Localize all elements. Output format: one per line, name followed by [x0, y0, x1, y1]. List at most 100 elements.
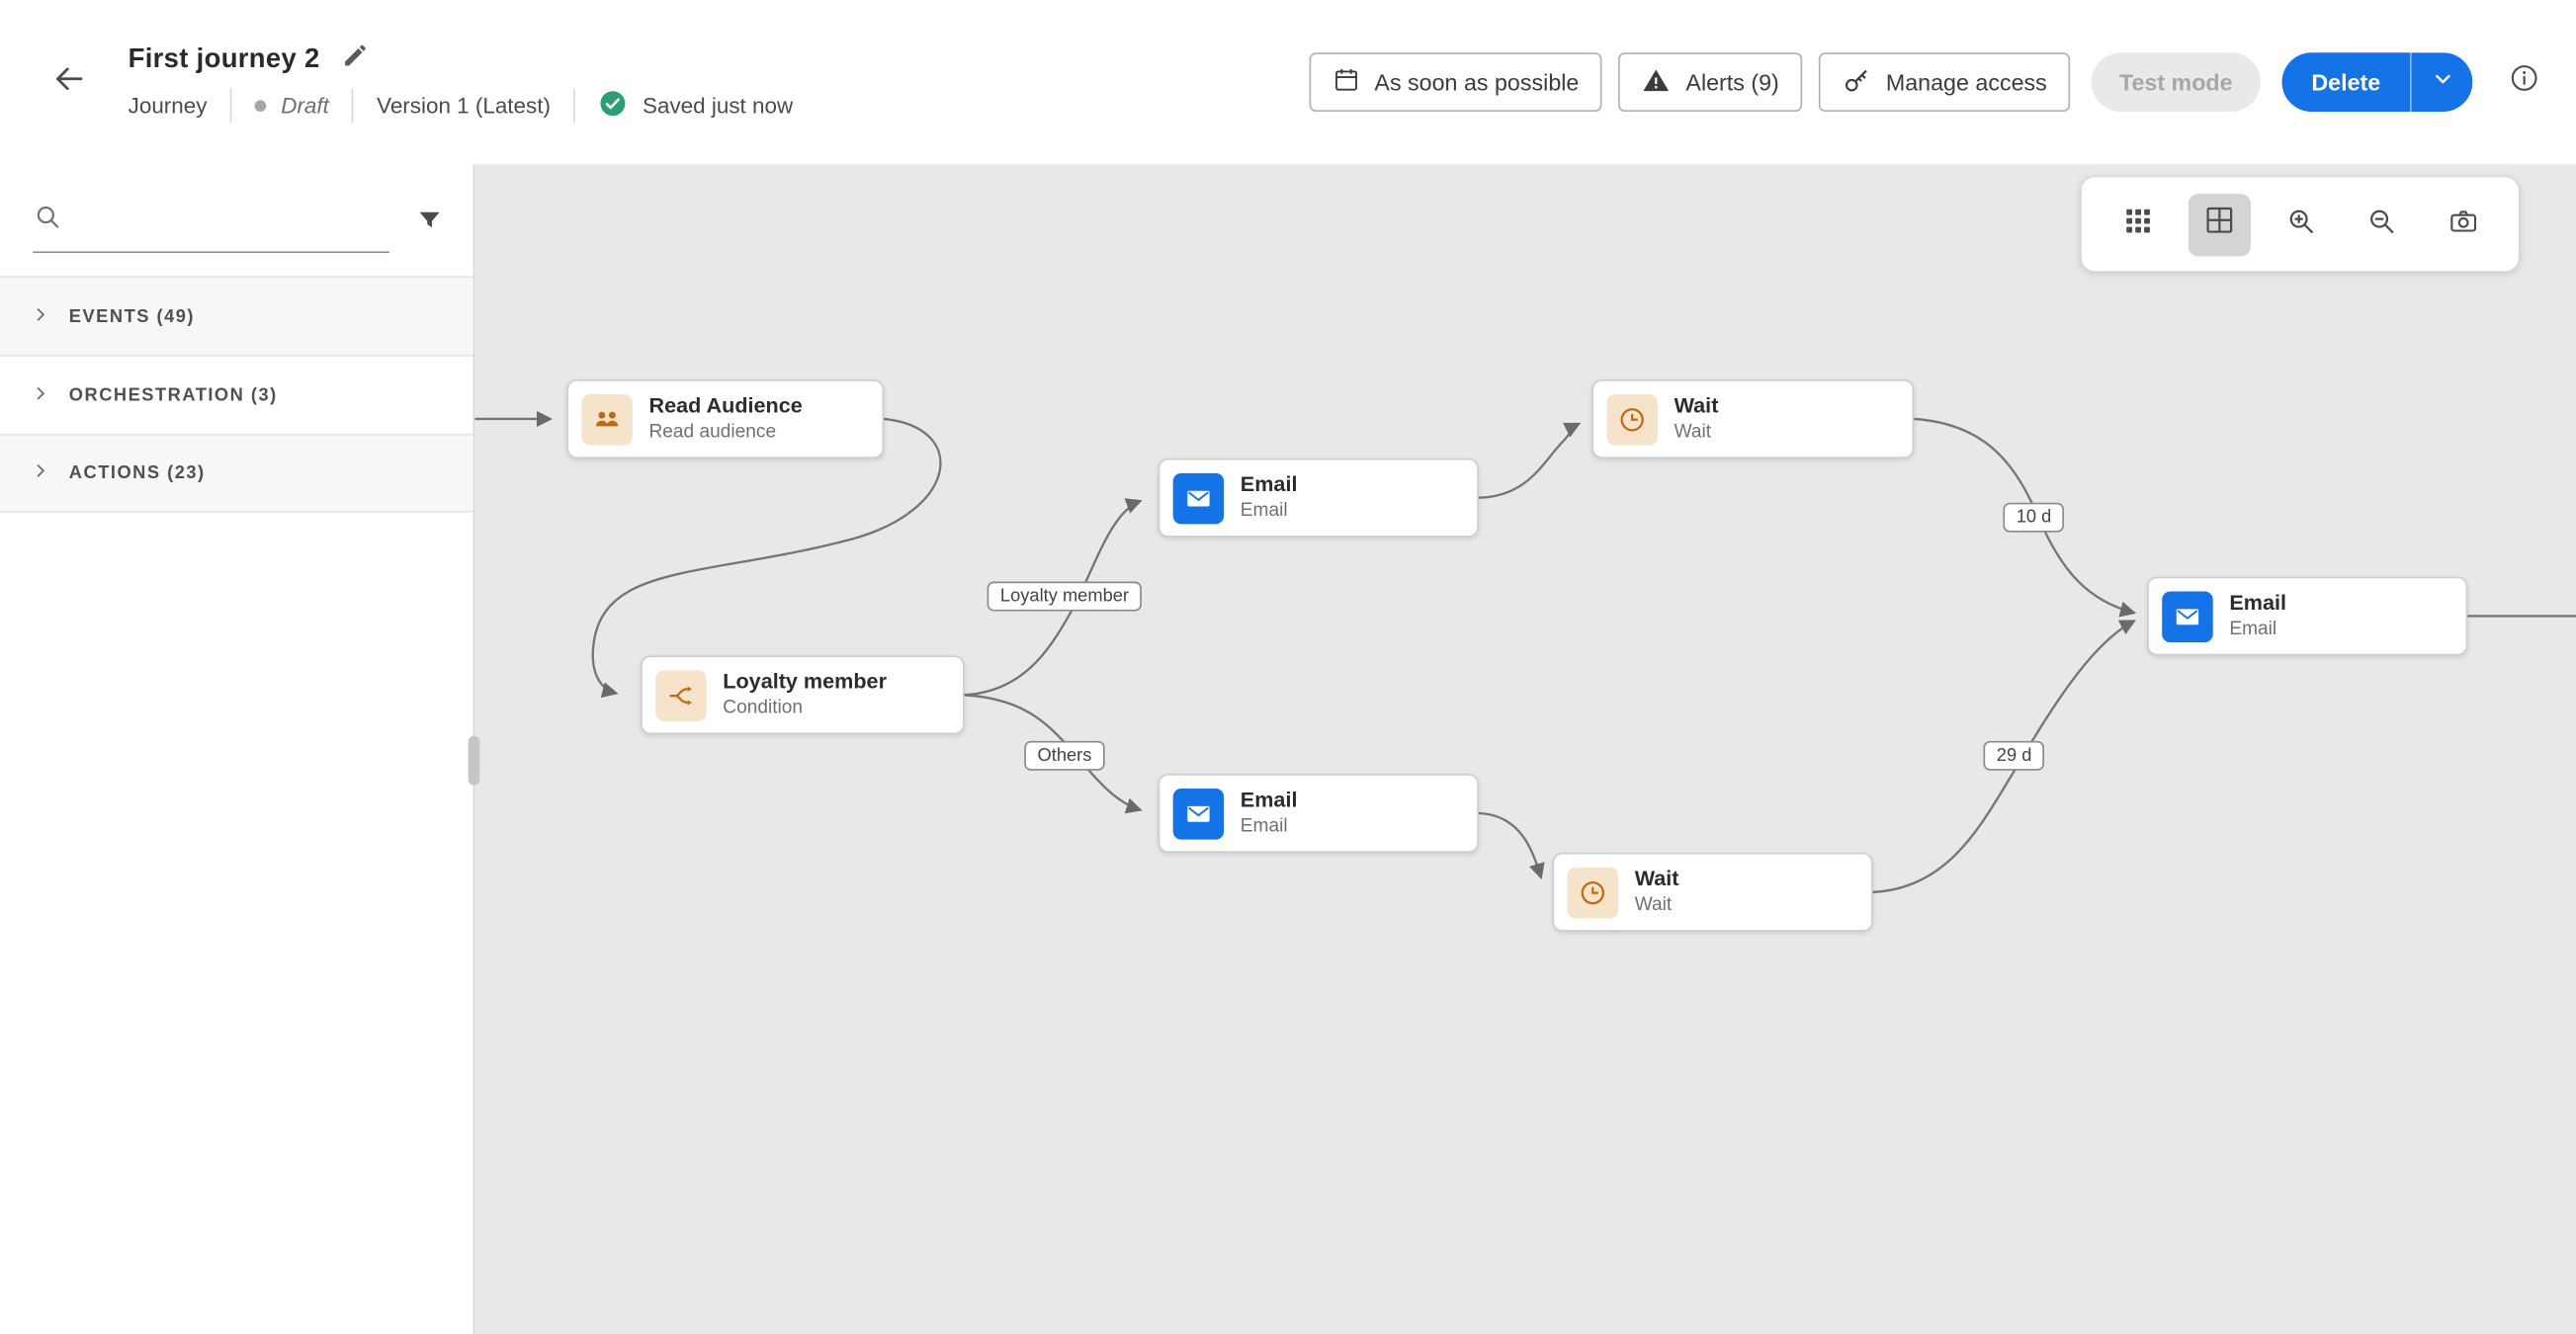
auto-layout-button[interactable] [2187, 193, 2251, 256]
divider [573, 87, 575, 123]
edge-label-others: Others [1024, 740, 1105, 771]
edit-title-button[interactable] [341, 42, 368, 76]
edge-label-loyalty-member: Loyalty member [987, 581, 1143, 612]
palette-sidebar: EVENTS (49) ORCHESTRATION (3) ACTIONS (2… [0, 164, 480, 1334]
schedule-label: As soon as possible [1374, 68, 1580, 96]
status-badge: Draft [254, 92, 329, 118]
palette-search-row [0, 164, 473, 276]
auto-layout-icon [2202, 204, 2235, 245]
search-field[interactable] [33, 202, 389, 254]
warning-icon [1642, 65, 1672, 100]
back-button[interactable] [40, 52, 99, 112]
node-subtitle: Email [2229, 620, 2277, 640]
chevron-right-icon [30, 382, 51, 409]
node-subtitle: Wait [1674, 422, 1712, 443]
delete-split-button: Delete [2281, 52, 2473, 113]
edge-label-wait-duration-10d: 10 d [2003, 502, 2065, 533]
search-icon [33, 202, 62, 239]
node-title: Email [1240, 787, 1298, 812]
delete-button[interactable]: Delete [2281, 52, 2411, 113]
section-label: ORCHESTRATION (3) [68, 384, 278, 405]
divider [352, 87, 354, 123]
alerts-button[interactable]: Alerts (9) [1618, 52, 1803, 113]
clock-icon [1567, 867, 1619, 918]
sidebar-section-actions[interactable]: ACTIONS (23) [0, 433, 473, 513]
branch-icon [655, 669, 707, 721]
divider [229, 87, 232, 123]
breadcrumb: Journey [128, 92, 208, 118]
email-icon [1172, 471, 1225, 524]
title-block: First journey 2 Journey Draft Version 1 … [128, 42, 794, 123]
sidebar-section-events[interactable]: EVENTS (49) [0, 276, 473, 356]
node-wait-top[interactable]: Wait Wait [1591, 379, 1915, 459]
audience-icon [581, 393, 633, 445]
schedule-button[interactable]: As soon as possible [1308, 52, 1602, 113]
info-icon [2509, 62, 2540, 102]
delete-label: Delete [2311, 68, 2381, 96]
camera-icon [2447, 205, 2479, 244]
info-button[interactable] [2509, 62, 2540, 102]
journey-canvas[interactable]: Read Audience Read audience Loyalty memb… [474, 164, 2576, 1334]
filter-icon [415, 207, 443, 243]
edge-label-wait-duration-29d: 29 d [1983, 740, 2045, 771]
manage-access-label: Manage access [1885, 68, 2047, 96]
node-title: Email [1240, 471, 1298, 497]
search-input[interactable] [78, 206, 389, 236]
pencil-icon [341, 42, 368, 76]
canvas-toolbar [2081, 177, 2519, 272]
zoom-in-button[interactable] [2269, 193, 2331, 255]
test-mode-button[interactable]: Test mode [2091, 52, 2261, 113]
chevron-down-icon [2429, 65, 2455, 100]
journey-edges [474, 410, 2576, 893]
section-label: ACTIONS (23) [68, 462, 206, 483]
node-subtitle: Email [1240, 501, 1288, 522]
zoom-out-icon [2365, 205, 2397, 244]
key-icon [1842, 65, 1871, 100]
check-circle-icon [598, 88, 628, 123]
node-wait-bottom[interactable]: Wait Wait [1552, 852, 1873, 932]
snapshot-button[interactable] [2432, 193, 2494, 255]
grid-view-button[interactable] [2106, 193, 2169, 255]
grid-icon [2121, 205, 2153, 244]
clock-icon [1606, 393, 1658, 445]
page-title: First journey 2 [128, 43, 320, 73]
node-condition-loyalty-member[interactable]: Loyalty member Condition [641, 655, 965, 735]
node-title: Wait [1634, 866, 1679, 891]
zoom-out-button[interactable] [2350, 193, 2412, 255]
test-mode-label: Test mode [2118, 68, 2233, 96]
zoom-in-icon [2284, 205, 2316, 244]
filter-button[interactable] [415, 207, 443, 253]
node-email-bottom[interactable]: Email Email [1158, 774, 1479, 853]
calendar-icon [1331, 66, 1359, 99]
status-label: Draft [281, 92, 329, 118]
arrow-left-icon [51, 60, 88, 105]
sidebar-scrollbar[interactable] [468, 735, 480, 786]
node-title: Wait [1674, 392, 1719, 418]
chevron-right-icon [30, 303, 51, 330]
node-subtitle: Email [1240, 816, 1288, 837]
node-email-final[interactable]: Email Email [2147, 576, 2468, 656]
chevron-right-icon [30, 460, 51, 487]
node-title: Email [2229, 590, 2286, 616]
alerts-label: Alerts (9) [1685, 68, 1779, 96]
section-label: EVENTS (49) [68, 306, 195, 327]
save-status-label: Saved just now [643, 92, 794, 118]
delete-more-button[interactable] [2410, 52, 2473, 113]
manage-access-button[interactable]: Manage access [1818, 52, 2071, 113]
journey-meta: Journey Draft Version 1 (Latest) Saved j… [128, 87, 794, 123]
node-title: Loyalty member [723, 669, 887, 695]
header-actions: As soon as possible Alerts (9) Manage ac… [1308, 52, 2540, 113]
email-icon [2162, 590, 2213, 642]
sidebar-section-orchestration[interactable]: ORCHESTRATION (3) [0, 355, 473, 434]
node-subtitle: Condition [723, 699, 804, 718]
node-title: Read Audience [648, 392, 803, 418]
header: First journey 2 Journey Draft Version 1 … [0, 0, 2576, 165]
status-dot-icon [254, 99, 267, 112]
email-icon [1172, 788, 1225, 839]
version-label[interactable]: Version 1 (Latest) [377, 92, 551, 118]
node-email-top[interactable]: Email Email [1158, 458, 1479, 538]
node-read-audience[interactable]: Read Audience Read audience [566, 379, 885, 459]
node-subtitle: Read audience [648, 422, 777, 443]
node-subtitle: Wait [1634, 895, 1673, 916]
